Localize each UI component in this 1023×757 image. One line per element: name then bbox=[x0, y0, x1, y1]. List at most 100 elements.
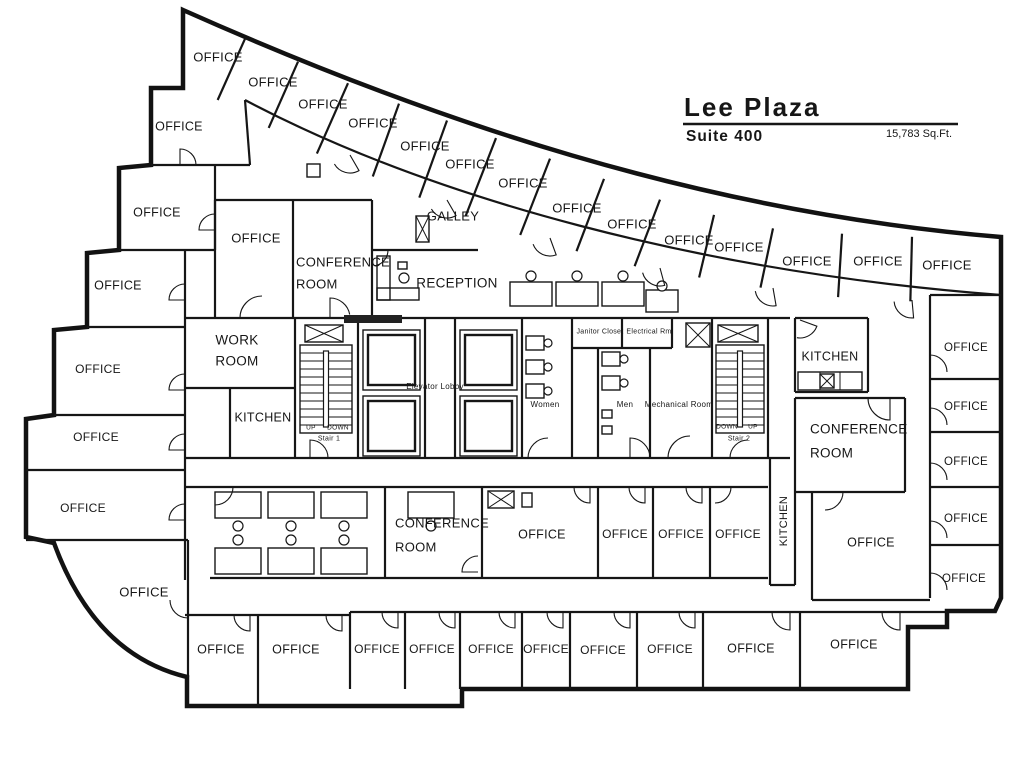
room-label: KITCHEN bbox=[235, 410, 292, 424]
room-label: OFFICE bbox=[193, 50, 242, 65]
door-swing bbox=[893, 299, 915, 319]
room-label: Stair 1 bbox=[318, 435, 340, 442]
elevator-car bbox=[463, 399, 514, 453]
office-partition bbox=[698, 214, 716, 278]
room-label: Women bbox=[531, 400, 560, 409]
room-label: OFFICE bbox=[853, 254, 902, 269]
door-swings bbox=[168, 148, 948, 632]
office-partition bbox=[315, 82, 350, 155]
room-label: OFFICE bbox=[523, 642, 569, 656]
shaft-vent bbox=[685, 322, 711, 348]
room-label: DOWN bbox=[327, 424, 349, 431]
room-label: OFFICE bbox=[944, 342, 988, 354]
shaft-vent bbox=[487, 490, 515, 509]
door-swing bbox=[498, 611, 516, 629]
chair bbox=[338, 520, 350, 532]
wall bbox=[244, 99, 1002, 297]
room-label: OFFICE bbox=[944, 401, 988, 413]
desk bbox=[320, 491, 368, 519]
room-label: UP bbox=[748, 423, 758, 430]
door-swing bbox=[438, 611, 456, 629]
stair-rail bbox=[736, 350, 744, 428]
door-swing bbox=[867, 397, 891, 421]
stair-flight bbox=[715, 344, 765, 434]
door-swing bbox=[461, 555, 479, 573]
chair bbox=[617, 270, 629, 282]
door-swing bbox=[179, 148, 197, 166]
room-label-line: CONFERENCE bbox=[296, 255, 390, 270]
room-label: OFFICE bbox=[75, 362, 121, 376]
door-swing bbox=[168, 283, 186, 301]
room-label: OFFICE bbox=[942, 573, 986, 585]
room-label: OFFICE bbox=[231, 231, 280, 246]
room-label: OFFICE bbox=[445, 157, 494, 172]
room-label: OFFICE bbox=[714, 240, 763, 255]
office-partition bbox=[418, 120, 449, 198]
door-swing bbox=[372, 249, 389, 267]
door-swing bbox=[628, 486, 646, 504]
office-partition bbox=[267, 61, 300, 129]
room-label: OFFICE bbox=[727, 641, 775, 655]
room-label: OFFICE bbox=[155, 119, 203, 133]
room-label: OFFICE bbox=[197, 642, 245, 656]
office-partition bbox=[519, 158, 552, 236]
desk bbox=[509, 281, 553, 307]
door-swing bbox=[430, 199, 457, 219]
room-label-line: ROOM bbox=[395, 540, 437, 555]
shaft-vent bbox=[415, 215, 430, 243]
door-swing bbox=[929, 462, 948, 481]
room-label: OFFICE bbox=[409, 642, 455, 656]
room-label: OFFICE bbox=[944, 513, 988, 525]
shaft-vent bbox=[304, 324, 344, 343]
stair-rail bbox=[322, 350, 330, 428]
column bbox=[306, 163, 321, 178]
room-label: Elevator Lobby bbox=[406, 382, 464, 391]
door-swing bbox=[929, 407, 948, 426]
room-label: DOWN bbox=[716, 423, 738, 430]
desk bbox=[601, 281, 645, 307]
room-label: Mechanical Room bbox=[645, 400, 714, 409]
door-swing bbox=[929, 354, 948, 373]
door-swing bbox=[233, 614, 251, 632]
room-label: Janitor Closet bbox=[577, 328, 624, 335]
suite-label: Suite 400 bbox=[686, 128, 763, 145]
door-swing bbox=[309, 439, 329, 459]
door-swing bbox=[881, 611, 901, 631]
door-swing bbox=[168, 373, 186, 391]
building-name: Lee Plaza bbox=[684, 92, 821, 122]
room-label: OFFICE bbox=[348, 116, 397, 131]
room-label-line: WORK bbox=[215, 333, 258, 348]
door-swing bbox=[929, 572, 948, 591]
chair bbox=[543, 362, 553, 372]
room-label: OFFICE bbox=[647, 642, 693, 656]
room-label: OFFICE bbox=[580, 643, 626, 657]
chair bbox=[338, 534, 350, 546]
chair bbox=[543, 386, 553, 396]
door-swing bbox=[613, 611, 631, 629]
room-label-line: ROOM bbox=[810, 446, 853, 461]
shaft-vent bbox=[685, 322, 711, 348]
door-swing bbox=[729, 439, 749, 459]
door-swing bbox=[168, 503, 186, 521]
door-swing bbox=[168, 433, 186, 451]
desk bbox=[267, 547, 315, 575]
office-partition bbox=[216, 38, 247, 101]
room-label: OFFICE bbox=[552, 201, 601, 216]
shaft-vent bbox=[717, 324, 759, 343]
elevator-car bbox=[463, 333, 514, 387]
chair bbox=[425, 520, 437, 532]
chair bbox=[232, 520, 244, 532]
room-label: OFFICE bbox=[922, 258, 971, 273]
office-partition bbox=[836, 233, 844, 298]
desk bbox=[397, 261, 408, 270]
chair bbox=[571, 270, 583, 282]
room-label: OFFICE bbox=[73, 430, 119, 444]
desk bbox=[797, 371, 863, 391]
room-label: KITCHEN bbox=[802, 349, 859, 363]
room-label: OFFICE bbox=[400, 139, 449, 154]
room-label: OFFICE bbox=[602, 527, 648, 541]
door-swing bbox=[333, 154, 360, 174]
